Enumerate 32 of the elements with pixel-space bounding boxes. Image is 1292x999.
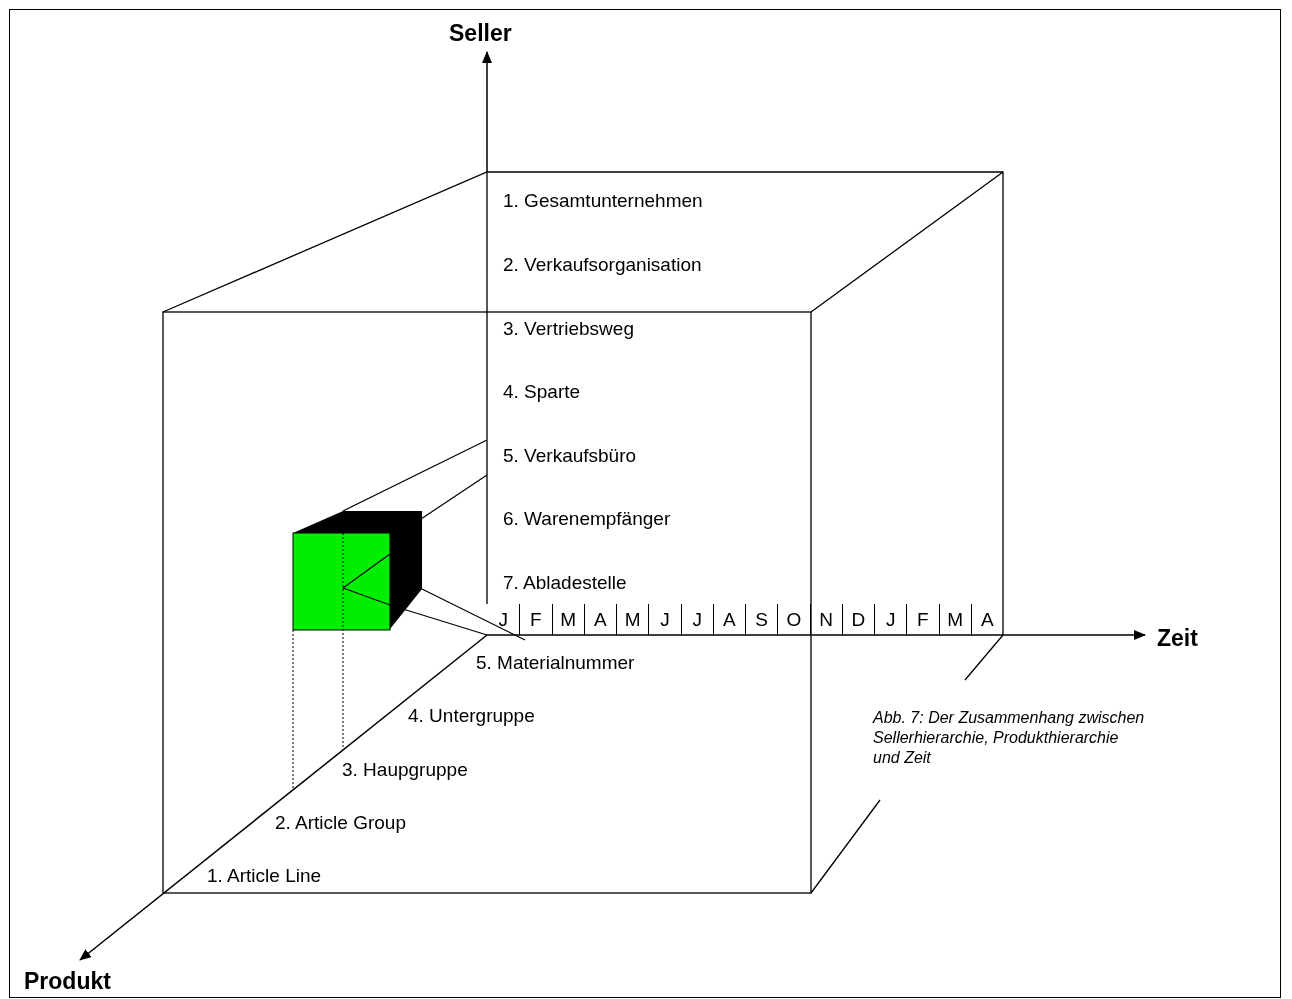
hierarchy-level-label: 7. Abladestelle xyxy=(503,573,627,592)
month-label: J xyxy=(680,604,713,635)
axis-title: Zeit xyxy=(1157,627,1198,650)
hierarchy-level-label: 2. Article Group xyxy=(275,813,406,832)
hierarchy-level-label: 4. Sparte xyxy=(503,382,581,401)
month-label: N xyxy=(809,604,842,635)
figure-caption: Abb. 7: Der Zusammenhang zwischen Sellerhierarchie, Produkthierarchie und Zeit xyxy=(873,708,1145,768)
hierarchy-level-label: 3. Vertriebsweg xyxy=(503,319,634,338)
hierarchy-level-label: 5. Materialnummer xyxy=(476,653,635,672)
month-label: M xyxy=(616,604,649,635)
hierarchy-level-label: 6. Warenempfänger xyxy=(503,509,671,528)
month-label: A xyxy=(712,604,745,635)
month-label: S xyxy=(745,604,778,635)
axis-title: Produkt xyxy=(24,970,111,993)
month-label: M xyxy=(938,604,971,635)
hierarchy-level-label: 2. Verkaufsorganisation xyxy=(503,255,702,274)
month-label: M xyxy=(551,604,584,635)
month-label: F xyxy=(906,604,939,635)
month-label: D xyxy=(841,604,874,635)
hierarchy-level-label: 3. Haupgruppe xyxy=(342,760,468,779)
month-label: J xyxy=(648,604,681,635)
hierarchy-level-label: 4. Untergruppe xyxy=(408,706,535,725)
month-label: A xyxy=(970,604,1003,635)
month-label: A xyxy=(583,604,616,635)
month-label: O xyxy=(777,604,810,635)
axis-title: Seller xyxy=(449,22,512,45)
hierarchy-level-label: 1. Gesamtunternehmen xyxy=(503,191,703,210)
month-label: J xyxy=(874,604,907,635)
month-label: F xyxy=(519,604,552,635)
hierarchy-level-label: 1. Article Line xyxy=(207,866,322,885)
month-label: J xyxy=(497,608,509,632)
hierarchy-level-label: 5. Verkaufsbüro xyxy=(503,446,637,465)
